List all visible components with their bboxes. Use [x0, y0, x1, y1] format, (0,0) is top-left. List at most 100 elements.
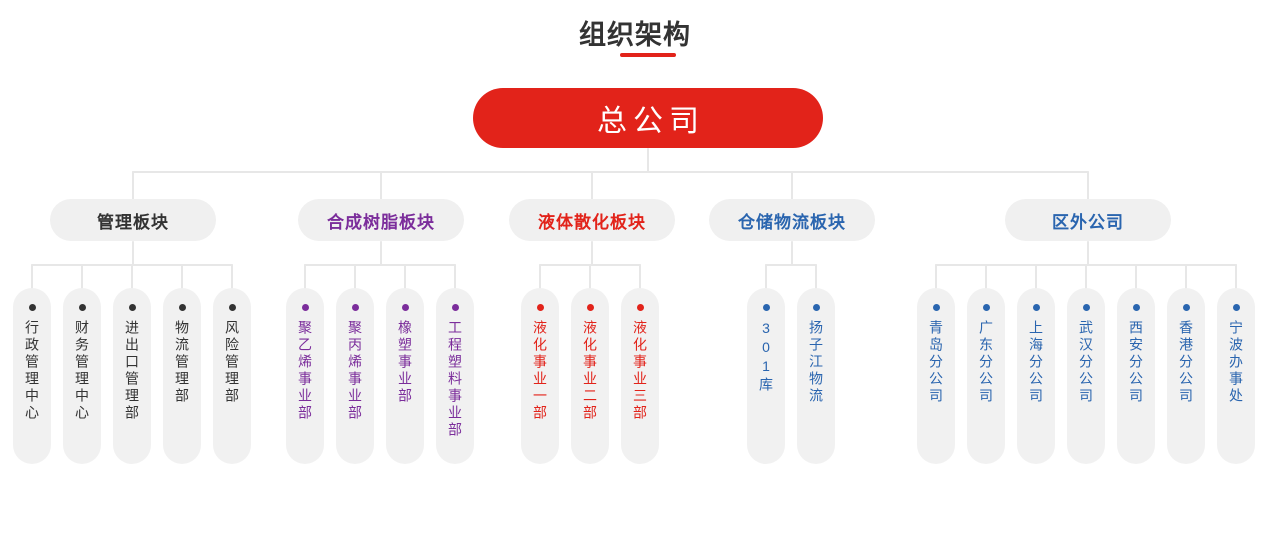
bullet-dot: [401, 304, 409, 311]
leaf-label: 橡塑事业部: [397, 320, 413, 405]
section-node-warehouse-logistics: 仓储物流板块: [709, 199, 875, 241]
leaf-label: 进出口管理部: [124, 320, 140, 422]
bullet-dot: [1032, 304, 1040, 311]
section-node-management: 管理板块: [50, 199, 216, 241]
leaf-node: 301库: [747, 288, 785, 464]
leaf-label: 西安分公司: [1128, 320, 1144, 405]
connector-line: [132, 171, 134, 201]
leaf-label: 液化事业三部: [632, 320, 648, 422]
connector-line: [132, 171, 1089, 173]
leaf-node: 香港分公司: [1167, 288, 1205, 464]
leaf-node: 工程塑料事业部: [436, 288, 474, 464]
connector-line: [304, 264, 306, 289]
connector-line: [1235, 264, 1237, 289]
leaf-label: 香港分公司: [1178, 320, 1194, 405]
bullet-dot: [1082, 304, 1090, 311]
connector-line: [354, 264, 356, 289]
connector-line: [231, 264, 233, 289]
connector-line: [639, 264, 641, 289]
leaf-node: 橡塑事业部: [386, 288, 424, 464]
connector-line: [404, 264, 406, 289]
connector-line: [815, 264, 817, 289]
leaf-label: 物流管理部: [174, 320, 190, 405]
leaf-node: 聚丙烯事业部: [336, 288, 374, 464]
leaf-label: 广东分公司: [978, 320, 994, 405]
leaf-label: 扬子江物流: [808, 320, 824, 405]
leaf-node: 扬子江物流: [797, 288, 835, 464]
section-node-liquid-bulk: 液体散化板块: [509, 199, 675, 241]
bullet-dot: [812, 304, 820, 311]
connector-line: [539, 264, 541, 289]
connector-line: [591, 171, 593, 201]
connector-line: [1185, 264, 1187, 289]
bullet-dot: [1182, 304, 1190, 311]
connector-line: [1087, 241, 1089, 265]
leaf-label: 工程塑料事业部: [447, 320, 463, 439]
leaf-node: 宁波办事处: [1217, 288, 1255, 464]
leaf-node: 物流管理部: [163, 288, 201, 464]
section-node-outside-companies: 区外公司: [1005, 199, 1171, 241]
bullet-dot: [178, 304, 186, 311]
connector-line: [935, 264, 937, 289]
connector-line: [304, 264, 456, 266]
leaf-label: 财务管理中心: [74, 320, 90, 422]
connector-line: [647, 148, 649, 173]
leaf-label: 风险管理部: [224, 320, 240, 405]
leaf-label: 宁波办事处: [1228, 320, 1244, 405]
bullet-dot: [78, 304, 86, 311]
leaf-label: 液化事业一部: [532, 320, 548, 422]
section-node-synthetic-resin: 合成树脂板块: [298, 199, 464, 241]
leaf-label: 上海分公司: [1028, 320, 1044, 405]
connector-line: [791, 171, 793, 201]
bullet-dot: [982, 304, 990, 311]
leaf-node: 聚乙烯事业部: [286, 288, 324, 464]
connector-line: [454, 264, 456, 289]
bullet-dot: [1232, 304, 1240, 311]
leaf-label: 301库: [758, 320, 774, 394]
bullet-dot: [636, 304, 644, 311]
bullet-dot: [28, 304, 36, 311]
page-title: 组织架构: [579, 20, 691, 50]
connector-line: [181, 264, 183, 289]
connector-line: [31, 264, 33, 289]
leaf-label: 武汉分公司: [1078, 320, 1094, 405]
title-accent-underline: [620, 53, 676, 57]
connector-line: [791, 241, 793, 265]
leaf-node: 青岛分公司: [917, 288, 955, 464]
leaf-label: 行政管理中心: [24, 320, 40, 422]
leaf-node: 财务管理中心: [63, 288, 101, 464]
leaf-label: 聚乙烯事业部: [297, 320, 313, 422]
leaf-node: 液化事业三部: [621, 288, 659, 464]
bullet-dot: [128, 304, 136, 311]
connector-line: [1085, 264, 1087, 289]
connector-line: [380, 171, 382, 201]
leaf-node: 液化事业二部: [571, 288, 609, 464]
connector-line: [1135, 264, 1137, 289]
leaf-node: 风险管理部: [213, 288, 251, 464]
bullet-dot: [586, 304, 594, 311]
bullet-dot: [301, 304, 309, 311]
root-node-head-office: 总公司: [473, 88, 823, 148]
bullet-dot: [1132, 304, 1140, 311]
connector-line: [1035, 264, 1037, 289]
connector-line: [591, 241, 593, 265]
connector-line: [765, 264, 817, 266]
leaf-node: 进出口管理部: [113, 288, 151, 464]
connector-line: [1087, 171, 1089, 201]
leaf-node: 西安分公司: [1117, 288, 1155, 464]
bullet-dot: [451, 304, 459, 311]
bullet-dot: [228, 304, 236, 311]
connector-line: [131, 264, 133, 289]
bullet-dot: [762, 304, 770, 311]
bullet-dot: [536, 304, 544, 311]
connector-line: [589, 264, 591, 289]
connector-line: [985, 264, 987, 289]
leaf-node: 液化事业一部: [521, 288, 559, 464]
bullet-dot: [932, 304, 940, 311]
connector-line: [380, 241, 382, 265]
connector-line: [81, 264, 83, 289]
leaf-node: 武汉分公司: [1067, 288, 1105, 464]
leaf-label: 聚丙烯事业部: [347, 320, 363, 422]
bullet-dot: [351, 304, 359, 311]
leaf-label: 液化事业二部: [582, 320, 598, 422]
